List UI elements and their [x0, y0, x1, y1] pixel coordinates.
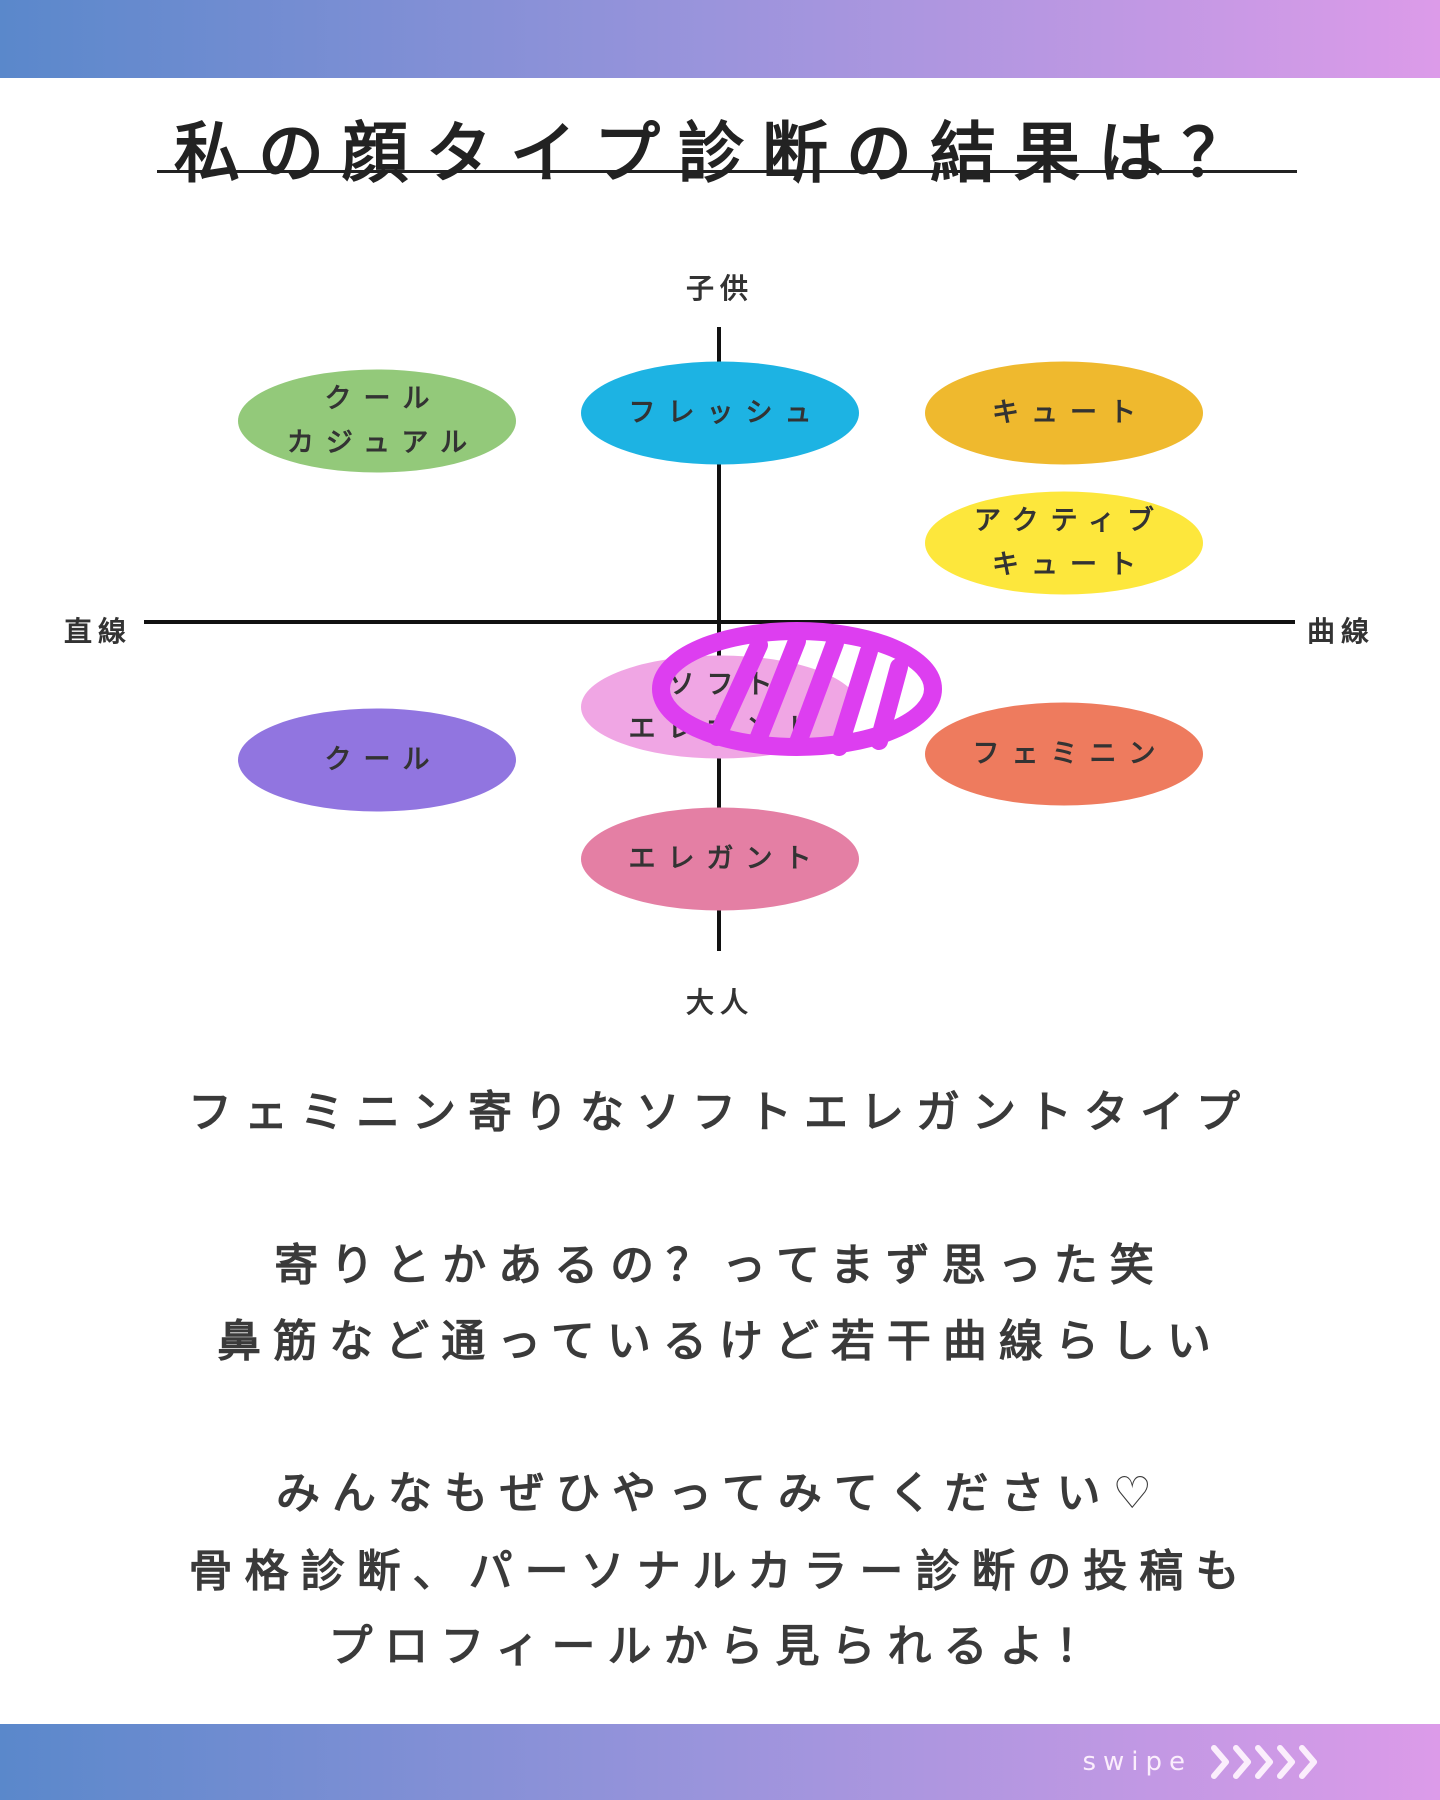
type-label: キュート [992, 549, 1148, 580]
type-label: クール [324, 383, 442, 414]
type-label: フェミニン [972, 738, 1168, 769]
type-fresh: フレッシュ [581, 361, 859, 465]
swipe-hint: swipe [1082, 1744, 1322, 1780]
swipe-label: swipe [1082, 1747, 1192, 1777]
result-text: フェミニン寄りなソフトエレガントタイプ [188, 1087, 1252, 1138]
type-elegant: エレガント [581, 807, 859, 911]
comment-line: 鼻筋など通っているけど若干曲線らしい [217, 1316, 1223, 1367]
page-title: 私の顔タイプ診断の結果は？ [174, 115, 1266, 192]
highlight-scribble [652, 622, 942, 756]
type-label: アクティブ [973, 505, 1167, 536]
bottom-gradient-bar [0, 1724, 1440, 1800]
comment-line: みんなもぜひやってみてください♡ [276, 1468, 1164, 1519]
type-active-cute: アクティブキュート [925, 491, 1203, 595]
type-label: カジュアル [286, 427, 480, 458]
comment-line: プロフィールから見られるよ！ [328, 1621, 1112, 1672]
horizontal-axis [144, 620, 1295, 624]
type-label: エレガント [628, 843, 824, 874]
top-gradient-bar [0, 0, 1440, 78]
type-label: クール [324, 744, 442, 775]
type-cute: キュート [925, 361, 1203, 465]
type-cool: クール [238, 708, 516, 812]
axis-label-top: 子供 [685, 272, 755, 305]
type-label: フレッシュ [628, 397, 824, 428]
type-feminine: フェミニン [925, 702, 1203, 806]
chevrons-right-icon [1211, 1745, 1317, 1779]
type-cool-casual: クールカジュアル [238, 369, 516, 473]
axis-label-right: 曲線 [1306, 615, 1376, 648]
comment-line: 寄りとかあるの？ってまず思った笑 [274, 1240, 1166, 1291]
axis-label-left: 直線 [63, 615, 133, 648]
comment-line: 骨格診断、パーソナルカラー診断の投稿も [188, 1546, 1252, 1597]
axis-label-bottom: 大人 [685, 986, 755, 1019]
title-underline [157, 170, 1297, 173]
type-label: キュート [992, 397, 1148, 428]
